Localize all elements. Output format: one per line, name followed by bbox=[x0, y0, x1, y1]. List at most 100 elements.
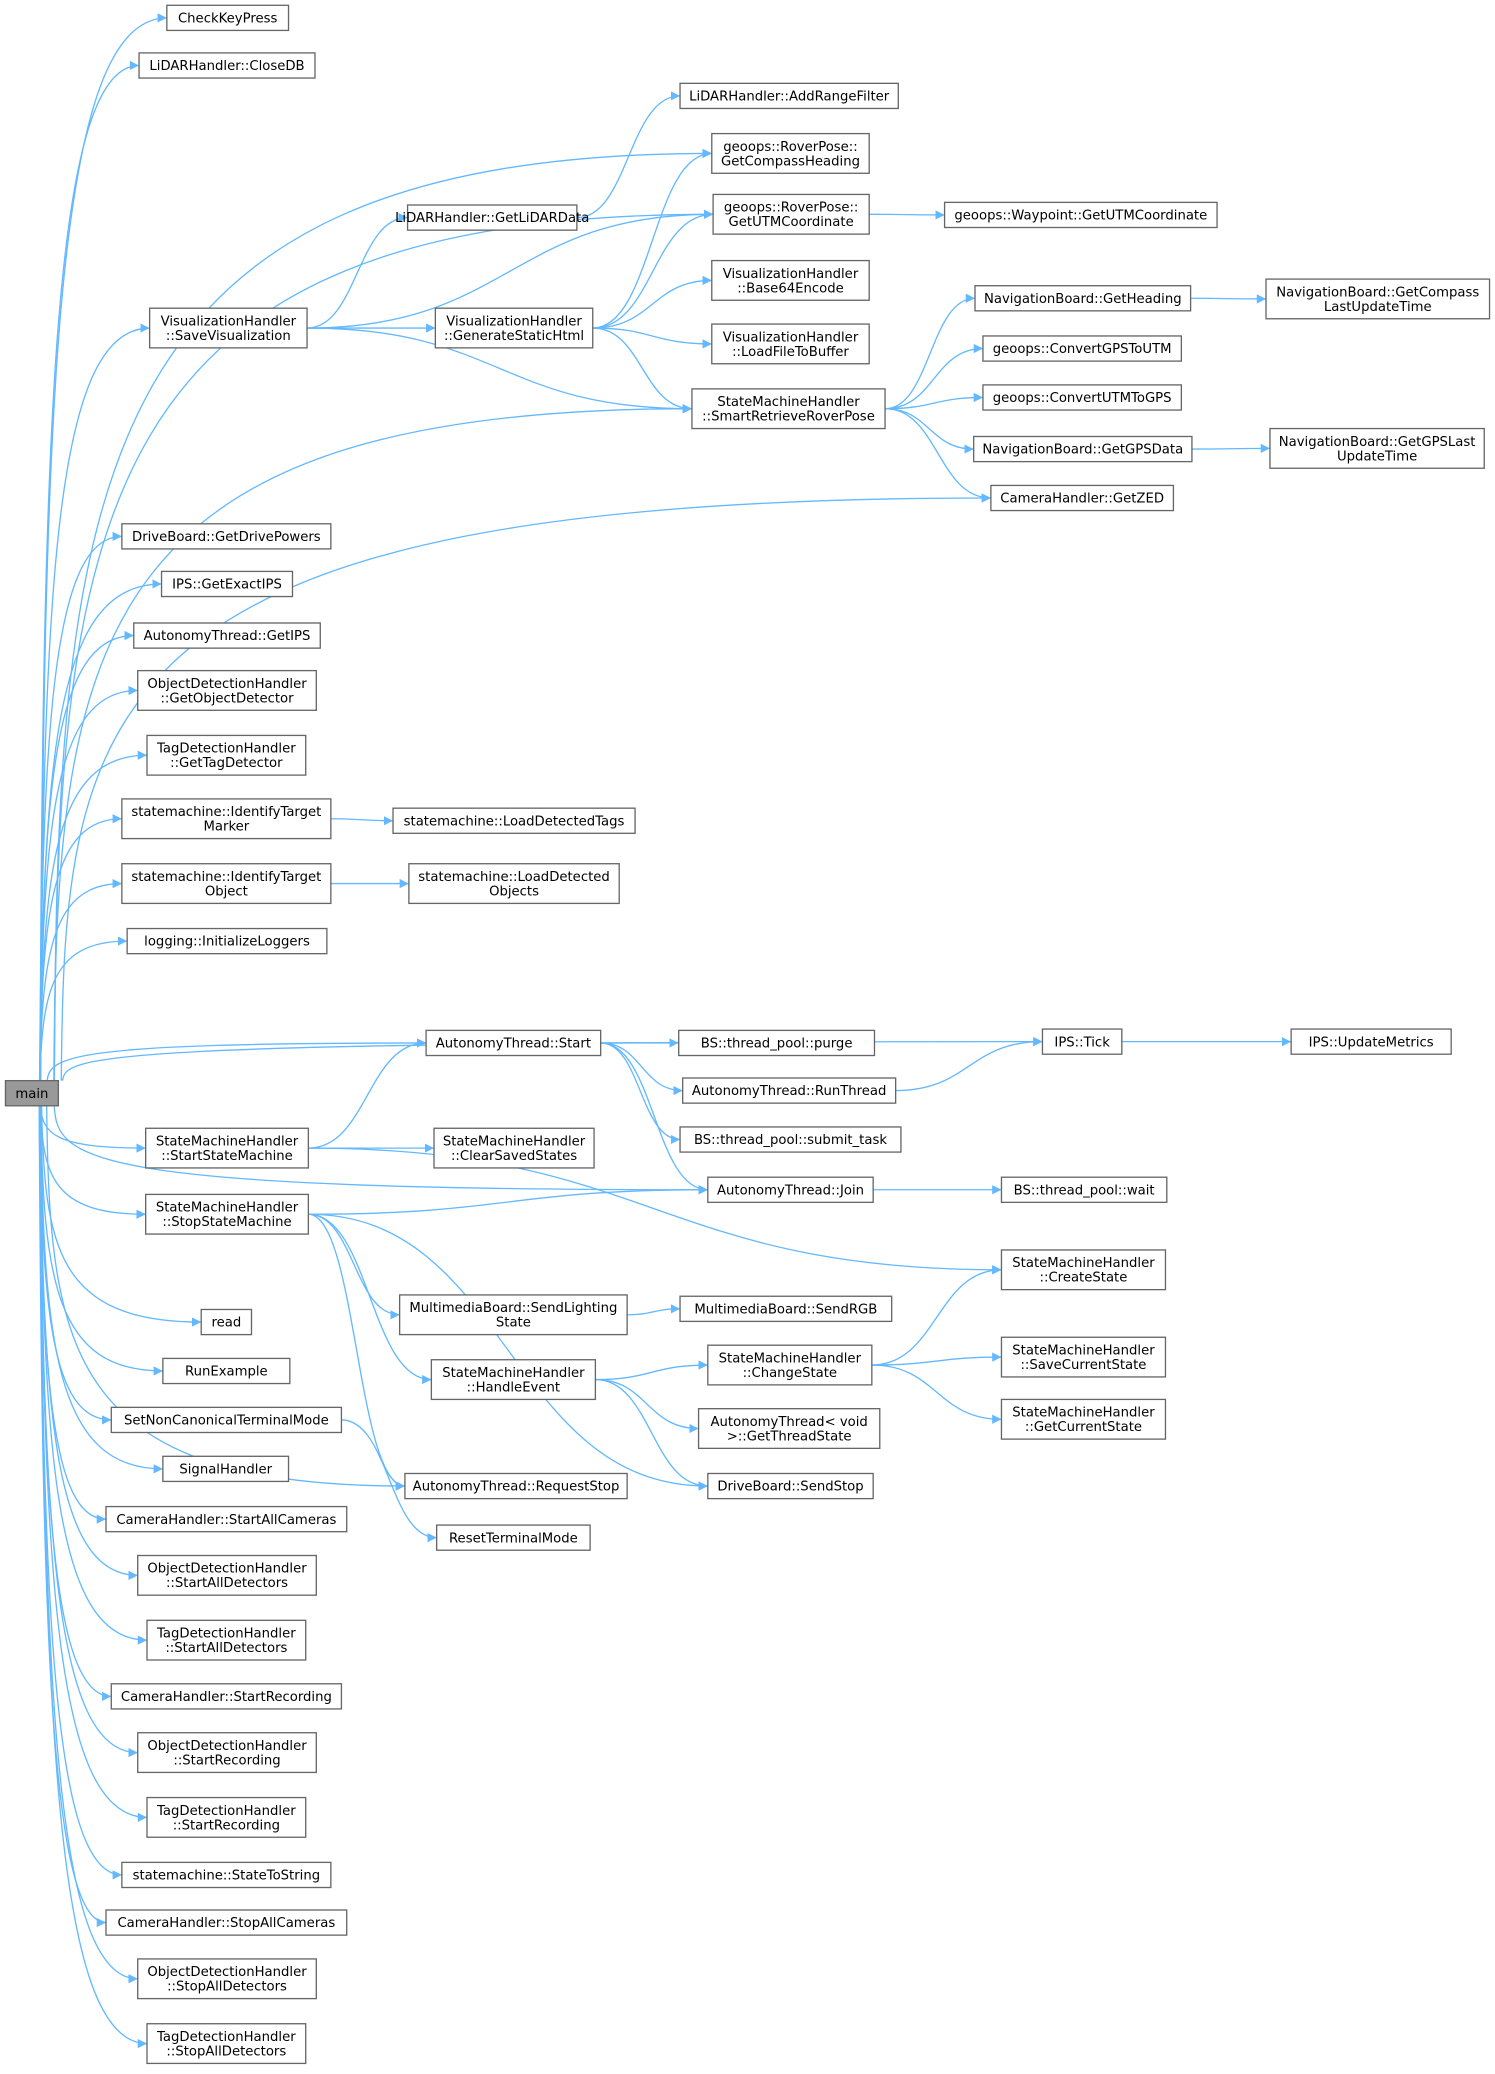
node-label: BS::thread_pool::submit_task bbox=[694, 1133, 887, 1148]
node-tdrec[interactable]: TagDetectionHandler::StartRecording bbox=[146, 1796, 307, 1838]
node-label: ::ClearSavedStates bbox=[451, 1149, 577, 1164]
edge-smartpose-to-utm2gps bbox=[885, 392, 983, 410]
node-initlog[interactable]: logging::InitializeLoggers bbox=[126, 927, 328, 955]
node-signal[interactable]: SignalHandler bbox=[162, 1455, 290, 1483]
node-utm2gps[interactable]: geoops::ConvertUTMToGPS bbox=[982, 384, 1183, 411]
node-label: Objects bbox=[489, 884, 539, 899]
node-gettagdet[interactable]: TagDetectionHandler::GetTagDetector bbox=[146, 734, 307, 776]
node-checkkey[interactable]: CheckKeyPress bbox=[166, 4, 290, 32]
node-addrange[interactable]: LiDARHandler::AddRangeFilter bbox=[679, 82, 899, 110]
node-tick[interactable]: IPS::Tick bbox=[1041, 1028, 1123, 1055]
node-state2str[interactable]: statemachine::StateToString bbox=[121, 1861, 332, 1889]
node-savevis[interactable]: VisualizationHandler::SaveVisualization bbox=[148, 307, 308, 349]
edge-idmarker-to-loadtags bbox=[330, 816, 394, 826]
node-read[interactable]: read bbox=[200, 1308, 253, 1336]
node-loadtags[interactable]: statemachine::LoadDetectedTags bbox=[392, 807, 636, 834]
node-box bbox=[162, 1357, 291, 1385]
node-lidardata[interactable]: LiDARHandler::GetLiDARData bbox=[395, 204, 589, 231]
node-smartpose[interactable]: StateMachineHandler::SmartRetrieveRoverP… bbox=[691, 388, 886, 430]
node-label: ::ChangeState bbox=[743, 1366, 838, 1381]
node-label: IPS::GetExactIPS bbox=[172, 578, 282, 593]
node-label: BS::thread_pool::wait bbox=[1014, 1183, 1155, 1198]
edge-start-to-join bbox=[600, 1042, 708, 1195]
node-compassupd[interactable]: NavigationBoard::GetCompassLastUpdateTim… bbox=[1265, 278, 1491, 320]
node-threadstate[interactable]: AutonomyThread< void>::GetThreadState bbox=[697, 1408, 881, 1450]
node-handleevent[interactable]: StateMachineHandler::HandleEvent bbox=[430, 1359, 597, 1401]
node-tdstartdet[interactable]: TagDetectionHandler::StartAllDetectors bbox=[146, 1619, 307, 1661]
node-exactips[interactable]: IPS::GetExactIPS bbox=[160, 570, 294, 598]
node-sendstop[interactable]: DriveBoard::SendStop bbox=[707, 1472, 874, 1500]
node-purge[interactable]: BS::thread_pool::purge bbox=[678, 1029, 876, 1057]
node-box bbox=[121, 863, 332, 905]
node-resetterm[interactable]: ResetTerminalMode bbox=[436, 1524, 591, 1551]
node-label: MultimediaBoard::SendLighting bbox=[409, 1301, 617, 1316]
node-label: CameraHandler::GetZED bbox=[1000, 492, 1164, 507]
node-label: ::GetCurrentState bbox=[1025, 1420, 1142, 1435]
node-start[interactable]: AutonomyThread::Start bbox=[425, 1029, 602, 1057]
node-label: logging::InitializeLoggers bbox=[144, 935, 310, 950]
node-label: ::StartAllDetectors bbox=[166, 1576, 288, 1591]
node-savecur[interactable]: StateMachineHandler::SaveCurrentState bbox=[1000, 1336, 1167, 1378]
node-label: geoops::RoverPose:: bbox=[724, 201, 858, 216]
node-odstartdet[interactable]: ObjectDetectionHandler::StartAllDetector… bbox=[137, 1554, 317, 1596]
node-setnoncanon[interactable]: SetNonCanonicalTerminalMode bbox=[110, 1406, 343, 1434]
node-gps2utm[interactable]: geoops::ConvertGPSToUTM bbox=[982, 335, 1183, 362]
node-gpsdata[interactable]: NavigationBoard::GetGPSData bbox=[973, 435, 1193, 463]
edge-smartpose-to-getzed bbox=[885, 408, 991, 503]
node-roverutm[interactable]: geoops::RoverPose::GetUTMCoordinate bbox=[712, 193, 870, 235]
node-box bbox=[974, 285, 1192, 312]
node-label: statemachine::LoadDetected bbox=[418, 870, 610, 885]
node-updmetrics[interactable]: IPS::UpdateMetrics bbox=[1290, 1028, 1452, 1055]
node-createstate[interactable]: StateMachineHandler::CreateState bbox=[1000, 1249, 1167, 1291]
node-runthread[interactable]: AutonomyThread::RunThread bbox=[682, 1077, 897, 1104]
node-box bbox=[982, 335, 1183, 362]
edge-changestate-to-createstate bbox=[871, 1265, 1002, 1366]
node-label: ::GenerateStaticHtml bbox=[444, 329, 584, 344]
node-startsm[interactable]: StateMachineHandler::StartStateMachine bbox=[145, 1127, 310, 1169]
node-odstopdet[interactable]: ObjectDetectionHandler::StopAllDetectors bbox=[137, 1958, 317, 2000]
node-getheading[interactable]: NavigationBoard::GetHeading bbox=[974, 285, 1192, 312]
node-genhtml[interactable]: VisualizationHandler::GenerateStaticHtml bbox=[434, 307, 594, 349]
node-wait[interactable]: BS::thread_pool::wait bbox=[1000, 1176, 1168, 1203]
node-label: StateMachineHandler bbox=[1012, 1406, 1155, 1421]
node-tdstopdet[interactable]: TagDetectionHandler::StopAllDetectors bbox=[146, 2023, 307, 2065]
node-odrec[interactable]: ObjectDetectionHandler::StartRecording bbox=[137, 1732, 317, 1774]
node-stopsm[interactable]: StateMachineHandler::StopStateMachine bbox=[145, 1193, 310, 1235]
node-wputm[interactable]: geoops::Waypoint::GetUTMCoordinate bbox=[943, 201, 1218, 229]
node-startcams[interactable]: CameraHandler::StartAllCameras bbox=[105, 1505, 348, 1533]
node-label: ::StartStateMachine bbox=[161, 1149, 293, 1164]
node-box bbox=[711, 132, 870, 174]
node-clearsaved[interactable]: StateMachineHandler::ClearSavedStates bbox=[433, 1127, 595, 1169]
node-label: CheckKeyPress bbox=[178, 11, 278, 26]
node-submit[interactable]: BS::thread_pool::submit_task bbox=[679, 1126, 902, 1153]
node-join[interactable]: AutonomyThread::Join bbox=[707, 1176, 874, 1203]
node-box bbox=[1000, 1249, 1167, 1291]
node-drivepowers[interactable]: DriveBoard::GetDrivePowers bbox=[121, 523, 332, 550]
node-label: TagDetectionHandler bbox=[156, 1804, 296, 1819]
node-closedb[interactable]: LiDARHandler::CloseDB bbox=[138, 52, 316, 79]
node-runexample[interactable]: RunExample bbox=[162, 1357, 291, 1385]
node-sendrgb[interactable]: MultimediaBoard::SendRGB bbox=[679, 1295, 893, 1323]
node-b64[interactable]: VisualizationHandler::Base64Encode bbox=[711, 259, 870, 301]
node-stopcams[interactable]: CameraHandler::StopAllCameras bbox=[105, 1909, 348, 1936]
node-getips[interactable]: AutonomyThread::GetIPS bbox=[133, 622, 321, 649]
node-compass[interactable]: geoops::RoverPose::GetCompassHeading bbox=[711, 132, 870, 174]
node-getcur[interactable]: StateMachineHandler::GetCurrentState bbox=[1000, 1398, 1167, 1440]
node-getzed[interactable]: CameraHandler::GetZED bbox=[990, 484, 1175, 512]
node-main[interactable]: main bbox=[4, 1079, 60, 1107]
node-camrec[interactable]: CameraHandler::StartRecording bbox=[110, 1683, 343, 1710]
node-label: statemachine::IdentifyTarget bbox=[131, 870, 321, 885]
node-box bbox=[145, 1127, 310, 1169]
node-changestate[interactable]: StateMachineHandler::ChangeState bbox=[707, 1344, 873, 1386]
node-label: UpdateTime bbox=[1337, 449, 1417, 464]
node-reqstop[interactable]: AutonomyThread::RequestStop bbox=[404, 1472, 628, 1500]
node-loadfile[interactable]: VisualizationHandler::LoadFileToBuffer bbox=[711, 323, 870, 365]
node-label: BS::thread_pool::purge bbox=[701, 1037, 853, 1052]
node-getobjdet[interactable]: ObjectDetectionHandler::GetObjectDetecto… bbox=[137, 669, 317, 711]
